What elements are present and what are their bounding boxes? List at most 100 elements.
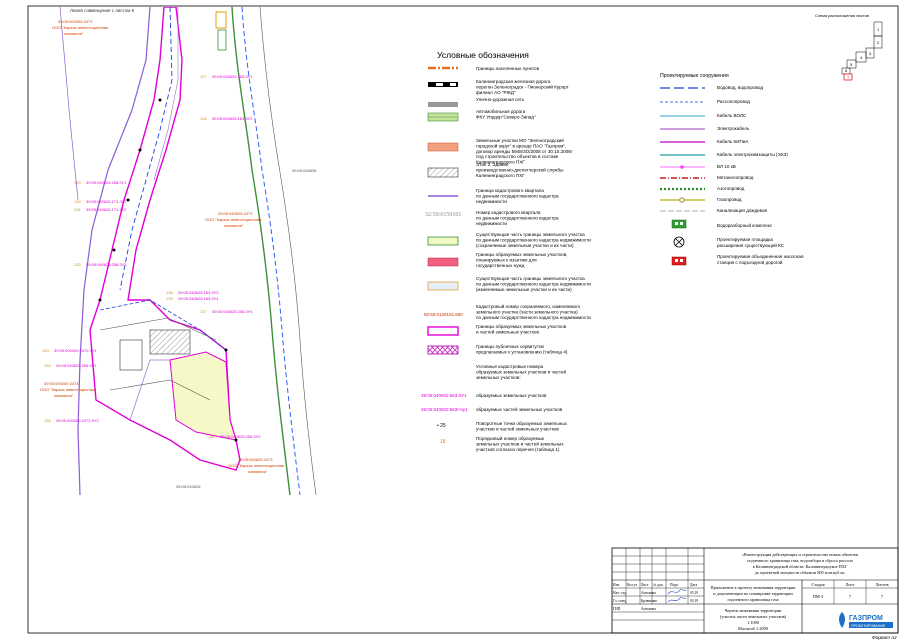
project-line: до проектной мощности объемом 800 млн.ку… xyxy=(755,570,846,575)
legend-item-text: Поворотные точки образуемых земельных xyxy=(476,421,568,426)
stamp-date: 03.19 xyxy=(690,591,698,595)
owner-line2: компания" xyxy=(248,469,268,474)
stage-header: Стадия xyxy=(811,582,824,587)
sheet-value: 7 xyxy=(849,594,852,599)
water-line xyxy=(241,7,301,495)
legend-item-text: Автомобильная дорога xyxy=(476,109,526,114)
structures-title: Проектируемые сооружения xyxy=(660,73,729,79)
legend-item-text: участков согласно перечня (таблица 1) xyxy=(476,447,560,452)
structure-item-text: Водоразборный комплекс xyxy=(717,222,773,228)
legend-item-text: Кадастровый номер сохраняемого, изменяем… xyxy=(476,303,581,309)
legend-item-text: земельного участка (части земельного уча… xyxy=(476,309,578,314)
legend-symbols xyxy=(427,66,459,355)
structure-item-text: Водовод, водопровод xyxy=(717,85,763,90)
parcel-ord: 133 xyxy=(42,348,49,353)
legend-item-text: Калининградского ПХГ xyxy=(476,160,525,165)
structure-item-text: станция с подъездной дорогой xyxy=(717,259,783,265)
legend-item-text: (изменяемые земельные участки и их части… xyxy=(476,287,572,292)
scheme-sheet: 6 xyxy=(845,68,848,73)
legend-item-text: городской округ" в аренде ПАО "Газпром", xyxy=(476,142,566,148)
legend-item-text: Границы населенных пунктов xyxy=(476,66,540,71)
owner-num: 39:05:000000:2473 xyxy=(58,19,93,24)
legend-item-text: недвижимости xyxy=(476,199,507,204)
parcel-corridor xyxy=(89,7,241,471)
title-block xyxy=(611,547,899,634)
legend-item-text: Граница кадастрового квартала xyxy=(476,188,544,193)
scheme-sheet: 5 xyxy=(850,62,853,67)
sheet-frame xyxy=(27,5,899,634)
legend-item-text: Порядковый номер образуемых xyxy=(476,435,545,441)
parcel-number: 39:05:040625:183:ЗУ4 xyxy=(178,296,219,301)
project-line: «Реконструкция действующих и строительст… xyxy=(742,552,858,557)
flame-icon xyxy=(839,612,845,628)
legend-item-text: государственных нужд xyxy=(476,263,525,268)
structure-item-text: Канализация дождевая xyxy=(717,208,768,213)
parcel-number: 39:05:000000:2472:ЗУ2 xyxy=(56,418,100,423)
legend-item-text: по данным государственного кадастра xyxy=(476,215,559,220)
pump-station-icon xyxy=(671,256,687,266)
parcel-ord: 128 xyxy=(200,116,207,121)
stamp-name: Антонова xyxy=(641,591,656,595)
project-line: в Калининградской области. Калининградск… xyxy=(753,564,848,569)
coast-line xyxy=(259,7,317,495)
legend-item-text: (сохраняемые земельные участки и их част… xyxy=(476,243,574,248)
owner-line1: ООО "Каркас инвестиционная xyxy=(40,387,96,392)
structures-legend: Проектируемые сооружения Водовод, водопр… xyxy=(660,73,804,266)
legend-sample: 39:05:040602:663/чзу1 xyxy=(421,407,468,412)
parcel-ord: 129 xyxy=(74,180,81,185)
stamp-header: Лист xyxy=(641,583,649,587)
legend-item-text: Существующая часть границы земельного уч… xyxy=(476,232,585,237)
stamp-header: Дата xyxy=(690,583,698,587)
stamp-name: Кравченко xyxy=(641,599,657,603)
legend-item-text: Границы публичных сервитутов xyxy=(476,344,544,349)
sheet-scheme: Схема расположения листов 1 2 3 4 5 6 7 xyxy=(815,13,883,81)
legend-item-text: Границы образуемых земельных участков xyxy=(476,324,567,329)
sheet-header: Лист xyxy=(846,582,855,587)
parcel-ord: 136 xyxy=(208,434,215,439)
stamp-role: Нач. отд. xyxy=(613,591,627,595)
legend-sample: • 25 xyxy=(437,423,446,429)
legend-item-text: предлагаемых к установлению (таблица 4) xyxy=(476,349,568,354)
legend-item-text: образуемых частей земельных участков xyxy=(476,406,563,412)
legend-item-text: Существующая часть границы земельного уч… xyxy=(476,276,585,281)
sheet-title-line: Чертеж межевания территории xyxy=(725,608,782,613)
legend-sample: 18 xyxy=(440,439,446,445)
parcel-ord: 139 xyxy=(166,296,173,301)
scheme-sheet: 4 xyxy=(860,55,863,60)
legend-item-text: под строительство объектов в составе xyxy=(476,154,559,159)
legend-item-text: филиал АО "РЖД" xyxy=(476,90,516,95)
structure-item-text: Метанолопровод xyxy=(717,175,754,180)
sheet-title-line: (участок части земельных участков) xyxy=(720,614,787,619)
stamp-header: № док. xyxy=(653,583,664,587)
quarter-label: 39:05:040625 xyxy=(176,484,201,489)
signature xyxy=(667,589,687,595)
legend-item-text: и частей земельных участков xyxy=(476,328,539,334)
parcel-number: 39:05:040625:183:ЗУ2 xyxy=(212,116,253,121)
legend-item-text: по данным государственного кадастра недв… xyxy=(476,315,591,320)
map-area: Линия совмещения с листом 6 39:05:000000… xyxy=(40,7,369,495)
legend-item-text: земельных участков и частей земельных xyxy=(476,440,564,446)
scheme-sheet: 7 xyxy=(847,75,850,80)
legend-sample: 50:50:0120101:600 xyxy=(424,312,463,317)
road-line xyxy=(231,7,291,495)
parcel-ord: 138 xyxy=(166,290,173,295)
parcel-ord: 135 xyxy=(44,418,51,423)
structure-item-text: расширения существующей КС xyxy=(717,242,785,248)
structure-item-text: Кабель электрохимзащиты (ЭХЗ) xyxy=(717,152,788,157)
owner-num: 39:05:040625:2473 xyxy=(218,211,253,216)
parcel-number: 39:05:040625:255:ЗУ2 xyxy=(220,434,261,439)
parcel-number: 39:05:040625:171:ЗУ2 xyxy=(86,207,127,212)
parcel-number: 39:05:040625:255:ЗУ4 xyxy=(212,309,253,314)
water-complex-icon xyxy=(671,219,687,229)
sheet-title-line: Масштаб 1:2000 xyxy=(738,626,768,631)
owner-line1: ООО "Каркас инвестиционная xyxy=(228,463,284,468)
quarter-boundary xyxy=(77,7,151,495)
parcel-number: 39:05:040625:258:ЗУ1 xyxy=(86,180,127,185)
legend-item-text: по данным государственного кадастра xyxy=(476,193,559,198)
owner-num: 39:05:000000:2473 xyxy=(44,381,79,386)
doc-title-line: и документации по планировке территории xyxy=(713,591,793,596)
legend-item-text: образуемых земельных участков и частей xyxy=(476,368,566,374)
legend-item-text: производственно-диспетчерской службы xyxy=(476,166,563,172)
scheme-sheet: 2 xyxy=(877,40,880,45)
owner-line2: компания" xyxy=(64,31,84,36)
